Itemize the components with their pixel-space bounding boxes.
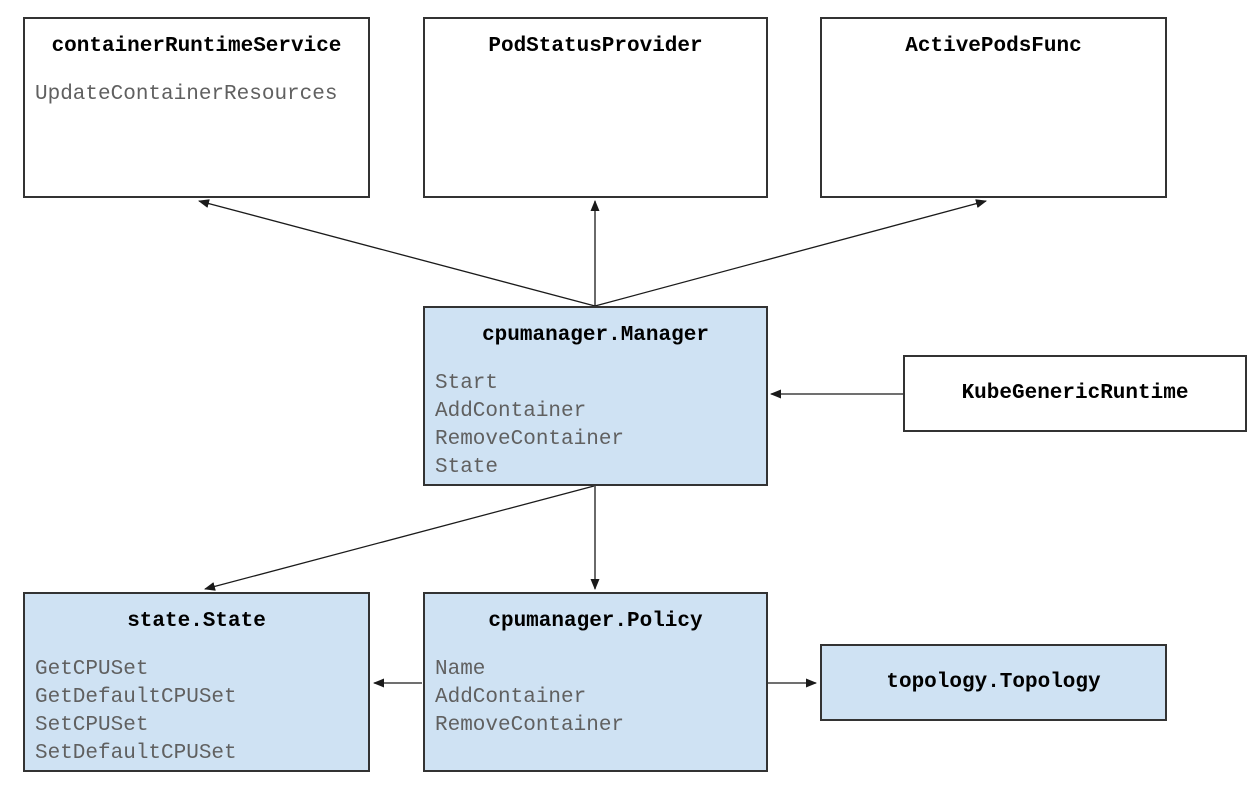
node-methods: UpdateContainerResources bbox=[25, 81, 368, 109]
method-line: SetDefaultCPUSet bbox=[35, 742, 237, 765]
node-title: cpumanager.Policy bbox=[488, 610, 703, 633]
method-line: State bbox=[435, 456, 499, 479]
method-line: RemoveContainer bbox=[435, 428, 625, 451]
arrow-manager-to-state-state bbox=[204, 485, 595, 591]
arrow-manager-to-active-pods-func bbox=[594, 199, 987, 307]
method-line: GetCPUSet bbox=[35, 658, 149, 681]
node-container-runtime-service: containerRuntimeService UpdateContainerR… bbox=[23, 17, 370, 198]
node-title: PodStatusProvider bbox=[488, 35, 703, 58]
method-line: RemoveContainer bbox=[435, 714, 625, 737]
node-title: KubeGenericRuntime bbox=[961, 381, 1189, 405]
arrow-manager-to-container-runtime-service bbox=[198, 199, 596, 307]
method-line: SetCPUSet bbox=[35, 714, 149, 737]
method-line: Name bbox=[435, 658, 486, 681]
method-line: AddContainer bbox=[435, 400, 587, 423]
node-title: state.State bbox=[127, 610, 266, 633]
node-topology-topology: topology.Topology bbox=[820, 644, 1167, 721]
node-pod-status-provider: PodStatusProvider bbox=[423, 17, 768, 198]
method-line: Start bbox=[435, 372, 499, 395]
method-line: UpdateContainerResources bbox=[35, 83, 338, 106]
node-title: topology.Topology bbox=[886, 670, 1101, 694]
node-kube-generic-runtime: KubeGenericRuntime bbox=[903, 355, 1247, 432]
node-active-pods-func: ActivePodsFunc bbox=[820, 17, 1167, 198]
node-title: containerRuntimeService bbox=[51, 35, 342, 58]
node-title: ActivePodsFunc bbox=[905, 35, 1082, 58]
node-title: cpumanager.Manager bbox=[482, 324, 709, 347]
method-line: AddContainer bbox=[435, 686, 587, 709]
method-line: GetDefaultCPUSet bbox=[35, 686, 237, 709]
